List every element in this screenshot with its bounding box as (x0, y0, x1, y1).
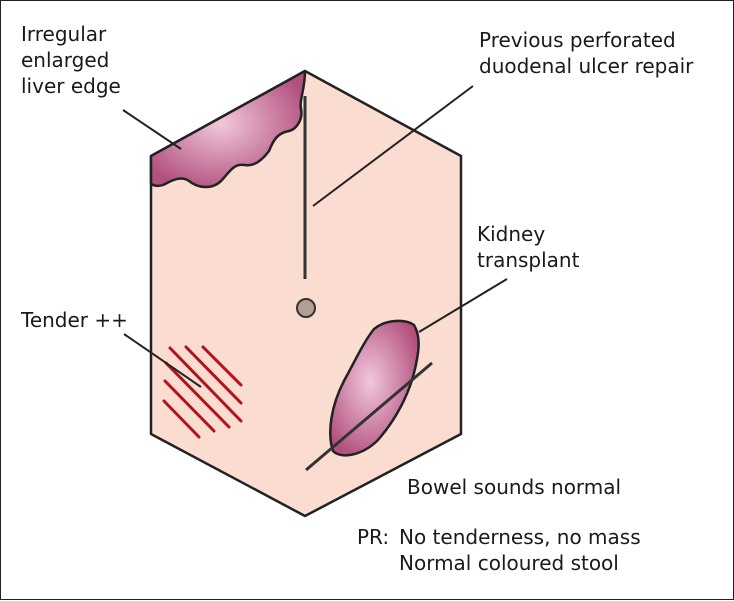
liver-edge-label: Irregular enlarged liver edge (21, 21, 121, 99)
leader-kidney (418, 278, 508, 333)
ulcer-label-line: Previous perforated (479, 28, 676, 52)
liver-label-line: liver edge (21, 74, 121, 98)
leader-tender (123, 333, 202, 388)
pr-prefix: PR: (357, 525, 390, 549)
liver-label-line: Irregular (21, 22, 107, 46)
pr-findings: PR: No tenderness, no mass Normal colour… (357, 524, 641, 576)
bowel-sounds-label: Bowel sounds normal (407, 475, 622, 499)
kidney-label-line: Kidney (477, 222, 546, 246)
liver-label-line: enlarged (21, 48, 110, 72)
umbilicus (296, 298, 316, 318)
kidney-transplant-label: Kidney transplant (477, 221, 579, 273)
ulcer-label-line: duodenal ulcer repair (479, 54, 694, 78)
tender-label: Tender ++ (21, 308, 128, 332)
leader-liver (122, 109, 182, 150)
tender-hatching (162, 345, 243, 439)
pr-finding-line: Normal coloured stool (399, 551, 619, 575)
pr-finding-line: No tenderness, no mass (399, 525, 641, 549)
liver-edge-shape (149, 69, 307, 189)
kidney-transplant-shape (329, 319, 420, 457)
transplant-scar (305, 361, 433, 472)
kidney-label-line: transplant (477, 248, 580, 272)
ulcer-repair-label: Previous perforated duodenal ulcer repai… (479, 27, 693, 79)
leader-ulcer-repair (312, 85, 474, 207)
